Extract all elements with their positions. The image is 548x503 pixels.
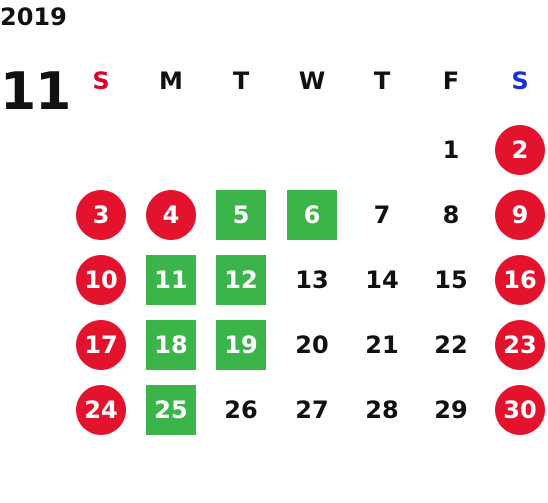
calendar-day-holiday[interactable]: 17 bbox=[76, 320, 126, 370]
calendar-day-holiday[interactable]: 16 bbox=[495, 255, 545, 305]
weekday-label-weekday: M bbox=[159, 67, 183, 95]
calendar-day-normal[interactable]: 7 bbox=[373, 201, 391, 229]
calendar-day-normal[interactable]: 1 bbox=[442, 136, 460, 164]
calendar-day-special[interactable]: 19 bbox=[216, 320, 266, 370]
calendar-day-special[interactable]: 5 bbox=[216, 190, 266, 240]
calendar-month: 11 bbox=[0, 62, 71, 122]
calendar-day-holiday[interactable]: 2 bbox=[495, 125, 545, 175]
weekday-label-weekday: W bbox=[298, 67, 326, 95]
weekday-label-weekday: F bbox=[442, 67, 460, 95]
calendar-day-special[interactable]: 6 bbox=[287, 190, 337, 240]
calendar-day-holiday[interactable]: 4 bbox=[146, 190, 196, 240]
calendar-year: 2019 bbox=[0, 3, 67, 31]
weekday-label-sunday: S bbox=[92, 67, 110, 95]
weekday-label-weekday: T bbox=[232, 67, 250, 95]
calendar-day-special[interactable]: 18 bbox=[146, 320, 196, 370]
weekday-label-saturday: S bbox=[511, 67, 529, 95]
calendar-day-special[interactable]: 11 bbox=[146, 255, 196, 305]
calendar-day-holiday[interactable]: 10 bbox=[76, 255, 126, 305]
calendar-day-holiday[interactable]: 23 bbox=[495, 320, 545, 370]
calendar-day-normal[interactable]: 20 bbox=[295, 331, 329, 359]
calendar-day-normal[interactable]: 28 bbox=[365, 396, 399, 424]
calendar-day-normal[interactable]: 27 bbox=[295, 396, 329, 424]
calendar-day-normal[interactable]: 13 bbox=[295, 266, 329, 294]
weekday-label-weekday: T bbox=[373, 67, 391, 95]
calendar-day-normal[interactable]: 26 bbox=[224, 396, 258, 424]
calendar-day-holiday[interactable]: 9 bbox=[495, 190, 545, 240]
calendar-day-special[interactable]: 12 bbox=[216, 255, 266, 305]
calendar-day-normal[interactable]: 21 bbox=[365, 331, 399, 359]
calendar-day-normal[interactable]: 22 bbox=[434, 331, 468, 359]
calendar-day-holiday[interactable]: 3 bbox=[76, 190, 126, 240]
calendar-day-normal[interactable]: 14 bbox=[365, 266, 399, 294]
calendar-day-normal[interactable]: 8 bbox=[442, 201, 460, 229]
calendar-day-special[interactable]: 25 bbox=[146, 385, 196, 435]
calendar-day-normal[interactable]: 15 bbox=[434, 266, 468, 294]
calendar-day-holiday[interactable]: 30 bbox=[495, 385, 545, 435]
calendar-day-normal[interactable]: 29 bbox=[434, 396, 468, 424]
calendar-day-holiday[interactable]: 24 bbox=[76, 385, 126, 435]
